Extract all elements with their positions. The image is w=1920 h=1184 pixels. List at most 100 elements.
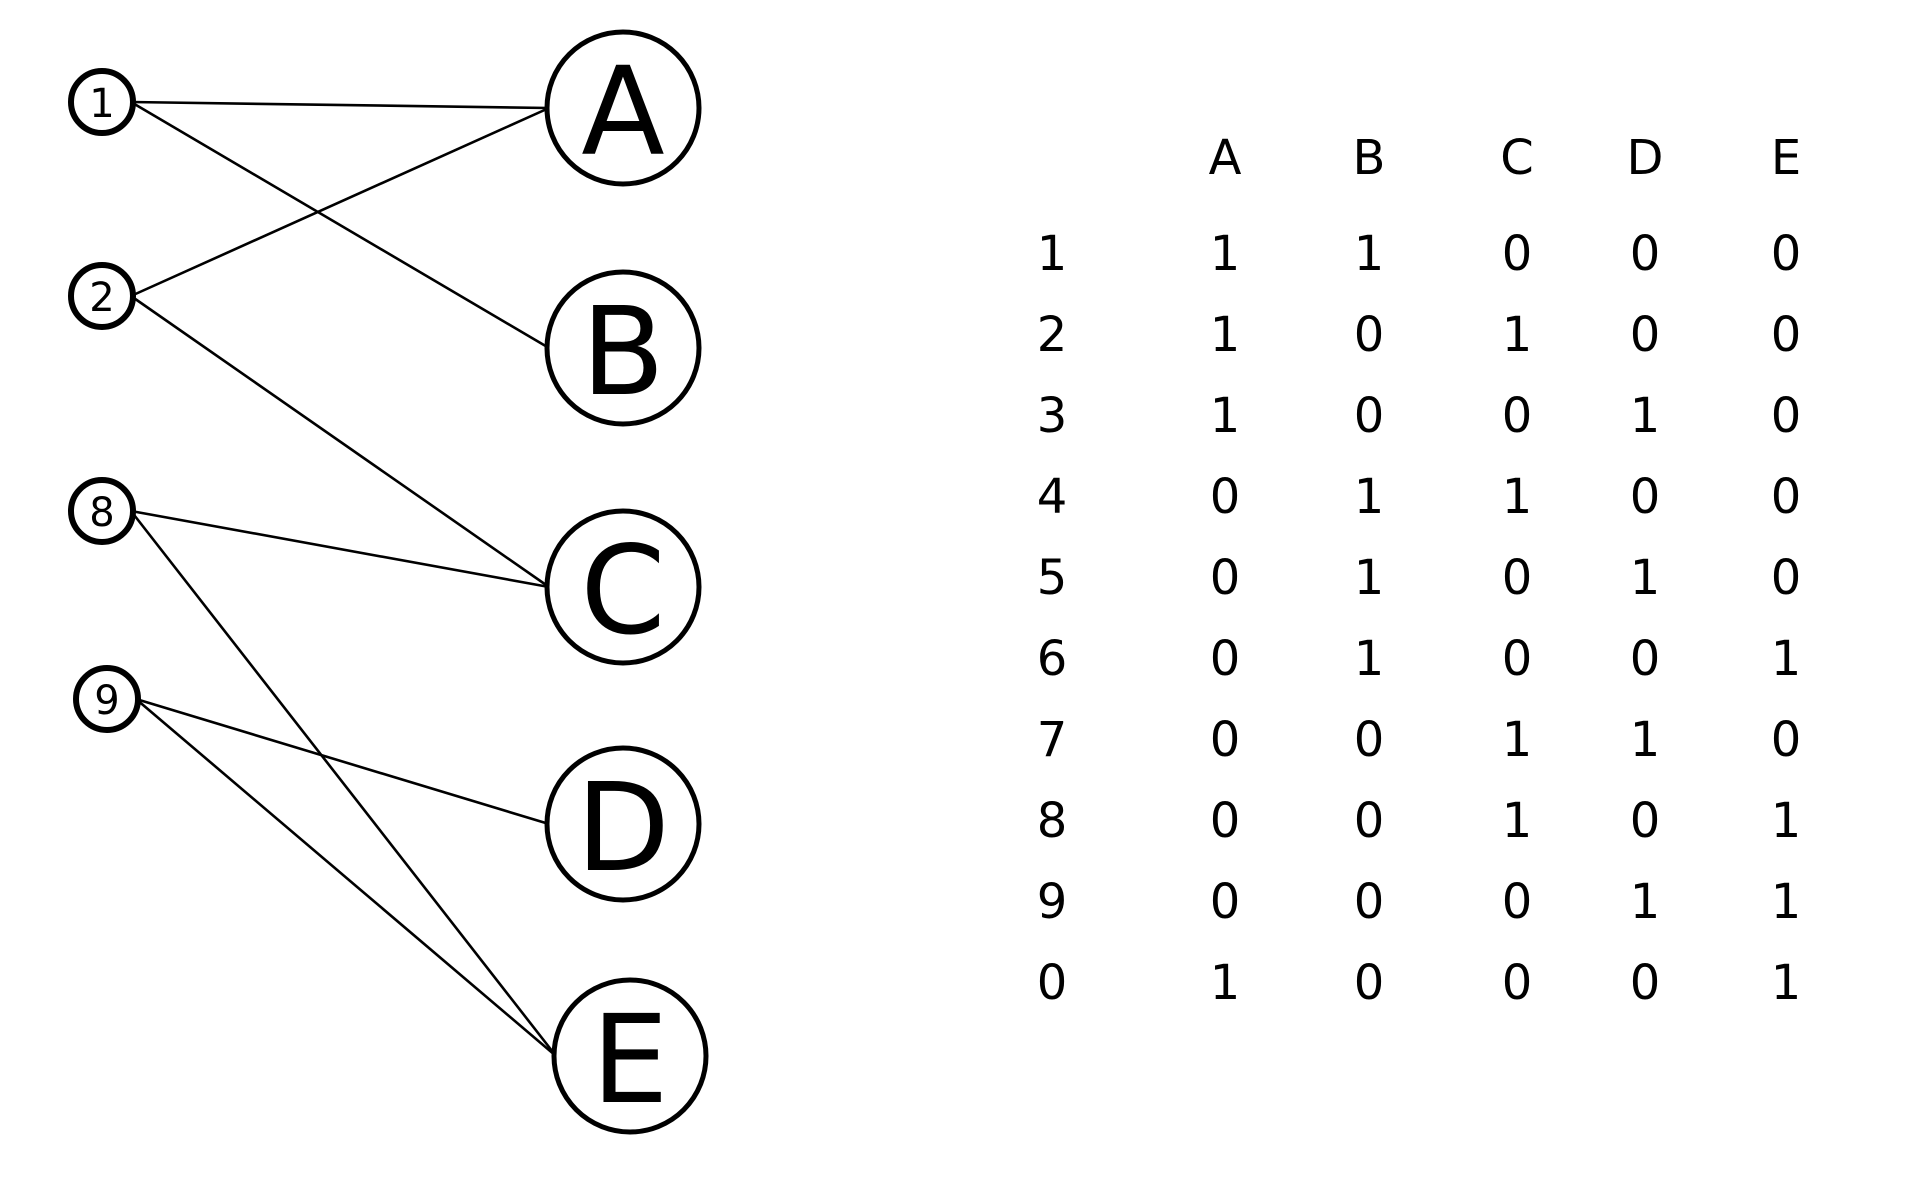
node-C: C [544,508,702,666]
edge-2-A [130,106,550,298]
row-label-8: 8 [1036,793,1068,849]
node-label-1: 1 [89,81,114,127]
matrix-cell: 1 [1629,388,1661,444]
node-circle-8 [68,477,136,545]
node-label-2: 2 [89,275,114,321]
node-B: B [544,269,702,427]
node-label-C: C [580,520,665,662]
matrix-cell: 0 [1209,874,1241,930]
node-label-E: E [591,989,668,1131]
row-label-7: 7 [1036,712,1068,768]
matrix-cell: 1 [1209,307,1241,363]
matrix-cell: 0 [1629,793,1661,849]
matrix-cell: 0 [1501,226,1533,282]
column-header-E: E [1770,130,1802,186]
matrix-cell: 1 [1501,712,1533,768]
row-label-1: 1 [1036,226,1068,282]
matrix-cell: 0 [1501,550,1533,606]
matrix-cell: 0 [1353,955,1385,1011]
edge-1-B [130,100,550,350]
matrix-cell: 0 [1353,307,1385,363]
row-label-3: 3 [1036,388,1068,444]
node-9: 9 [73,665,141,733]
node-label-9: 9 [94,678,119,724]
matrix-cell: 0 [1629,226,1661,282]
matrix-cell: 1 [1770,793,1802,849]
row-label-0: 0 [1036,955,1068,1011]
node-circle-2 [68,262,136,330]
matrix-cell: 1 [1770,874,1802,930]
node-circle-A [544,29,702,187]
matrix-cell: 0 [1629,307,1661,363]
edge-9-D [135,697,550,826]
matrix-cell: 0 [1353,793,1385,849]
node-2: 2 [68,262,136,330]
matrix-cell: 1 [1353,226,1385,282]
matrix-cell: 0 [1209,793,1241,849]
matrix-cell: 0 [1770,712,1802,768]
matrix-cell: 0 [1770,469,1802,525]
matrix-cell: 0 [1209,469,1241,525]
node-label-8: 8 [89,490,114,536]
node-label-A: A [581,41,664,183]
node-D: D [544,745,702,903]
matrix-cell: 1 [1629,550,1661,606]
matrix-cell: 1 [1501,469,1533,525]
matrix-cell: 1 [1501,793,1533,849]
row-label-5: 5 [1036,550,1068,606]
row-label-9: 9 [1036,874,1068,930]
node-E: E [551,977,709,1135]
matrix-cell: 1 [1209,388,1241,444]
matrix-cell: 0 [1353,712,1385,768]
matrix-cell: 0 [1209,712,1241,768]
matrix-cell: 0 [1629,469,1661,525]
matrix-cell: 1 [1353,550,1385,606]
matrix-cell: 0 [1209,631,1241,687]
matrix-cell: 1 [1770,955,1802,1011]
matrix-cell: 0 [1501,631,1533,687]
node-label-B: B [581,281,665,423]
matrix-cell: 0 [1353,874,1385,930]
matrix-cell: 0 [1501,874,1533,930]
node-8: 8 [68,477,136,545]
matrix-cell: 1 [1629,874,1661,930]
matrix-cell: 1 [1629,712,1661,768]
matrix-cell: 0 [1501,955,1533,1011]
column-header-A: A [1208,130,1242,186]
matrix-cell: 0 [1209,550,1241,606]
matrix-cell: 1 [1501,307,1533,363]
node-A: A [544,29,702,187]
edge-2-C [130,294,550,589]
column-header-C: C [1500,130,1534,186]
node-1: 1 [68,68,136,136]
matrix-cell: 0 [1629,955,1661,1011]
node-circle-B [544,269,702,427]
matrix-cell: 0 [1353,388,1385,444]
node-circle-C [544,508,702,666]
matrix-cell: 1 [1353,631,1385,687]
row-label-4: 4 [1036,469,1068,525]
row-label-6: 6 [1036,631,1068,687]
matrix-cell: 0 [1770,307,1802,363]
node-label-D: D [576,757,670,899]
node-circle-1 [68,68,136,136]
matrix-cell: 1 [1770,631,1802,687]
matrix-cell: 0 [1770,388,1802,444]
matrix-cell: 0 [1501,388,1533,444]
column-header-B: B [1352,130,1386,186]
node-circle-E [551,977,709,1135]
edge-8-E [129,510,558,1057]
matrix-cell: 1 [1353,469,1385,525]
node-circle-D [544,745,702,903]
matrix-cell: 1 [1209,226,1241,282]
matrix-cell: 1 [1209,955,1241,1011]
row-label-2: 2 [1036,307,1068,363]
matrix-cell: 0 [1770,226,1802,282]
matrix-cell: 0 [1770,550,1802,606]
matrix-cell: 0 [1629,631,1661,687]
edge-9-E [135,698,557,1057]
column-header-D: D [1626,130,1664,186]
edge-8-C [130,509,550,589]
